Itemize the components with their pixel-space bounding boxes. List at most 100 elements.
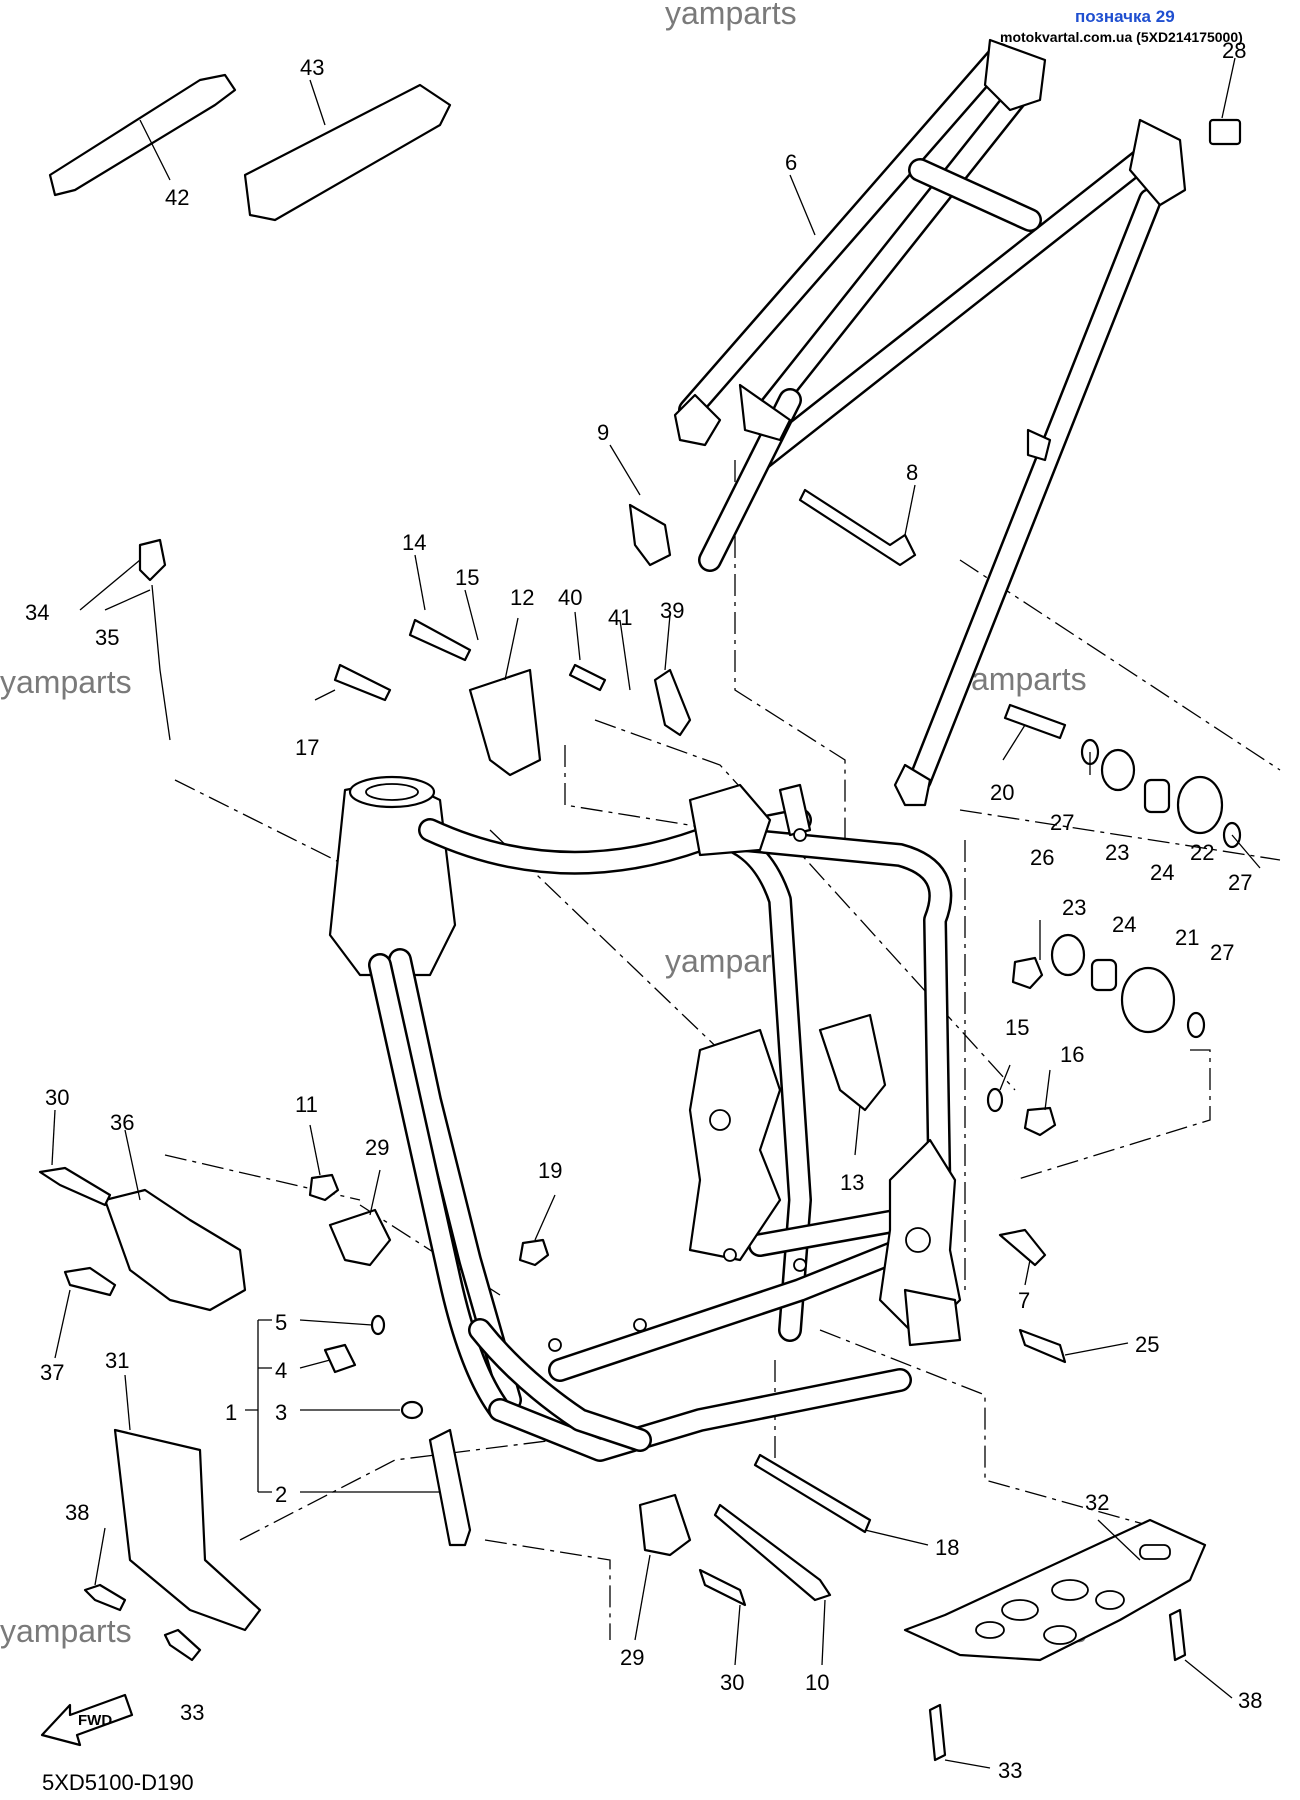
watermark: yamparts (0, 664, 132, 700)
bolt-7 (998, 1228, 1047, 1267)
long-bolt-8 (798, 488, 917, 567)
callout-25: 25 (1135, 1332, 1159, 1357)
callout-14: 14 (402, 530, 426, 555)
callout-29: 29 (365, 1135, 389, 1160)
callout-6: 6 (785, 150, 797, 175)
callout-24: 24 (1150, 860, 1174, 885)
bolt-30 (38, 1166, 112, 1207)
callout-21: 21 (1175, 925, 1199, 950)
callout-11: 11 (295, 1092, 318, 1117)
bolt-30-lower (698, 1568, 747, 1607)
bracket-9 (628, 503, 672, 567)
callout-23b: 23 (1062, 895, 1086, 920)
watermark: yamparts (0, 1613, 132, 1649)
bracket-29 (328, 1208, 392, 1267)
washer-3 (400, 1400, 424, 1420)
bolt-38-right (1168, 1608, 1187, 1662)
bush-21 (1120, 966, 1176, 1034)
callout-1: 1 (225, 1400, 237, 1425)
callout-34: 34 (25, 600, 49, 625)
nut-19 (518, 1238, 550, 1267)
callout-18: 18 (935, 1535, 959, 1560)
callout-5: 5 (275, 1310, 287, 1335)
long-bolt-10 (713, 1503, 832, 1602)
nut-26 (1011, 956, 1044, 990)
collar-24 (1090, 958, 1118, 992)
bolt-4 (323, 1343, 357, 1374)
leaders (51, 57, 1261, 1769)
callout-37: 37 (40, 1360, 64, 1385)
site-label: позначка 29 (1075, 7, 1175, 26)
rear-subframe (673, 38, 1187, 807)
callout-7: 7 (1018, 1288, 1030, 1313)
callout-36: 36 (110, 1110, 134, 1135)
callout-30b: 30 (720, 1670, 744, 1695)
bracket-39 (653, 668, 692, 737)
callout-16: 16 (1060, 1042, 1084, 1067)
callout-27c: 27 (1210, 940, 1234, 965)
bolt-37 (63, 1266, 117, 1297)
callout-40: 40 (558, 585, 582, 610)
callout-2: 2 (275, 1482, 287, 1507)
bolt-14 (408, 618, 472, 662)
bracket-12 (468, 668, 542, 777)
dipstick-34 (138, 538, 167, 582)
callout-27b: 27 (1228, 870, 1252, 895)
collar-24 (1143, 778, 1171, 814)
watermark: yamparts (665, 0, 797, 31)
fwd-arrow-icon: FWD (40, 1693, 134, 1747)
callout-33: 33 (180, 1700, 204, 1725)
bush-22 (1176, 775, 1224, 835)
bracket-13 (818, 1013, 887, 1112)
bush-23 (1050, 933, 1086, 977)
callout-19: 19 (538, 1158, 562, 1183)
callout-33b: 33 (998, 1758, 1022, 1783)
plate-31 (113, 1428, 262, 1632)
callout-15b: 15 (1005, 1015, 1029, 1040)
chain-guide-36 (103, 1188, 247, 1312)
callout-42: 42 (165, 185, 189, 210)
washer-15 (986, 1087, 1004, 1113)
callout-26: 26 (1030, 845, 1054, 870)
callout-43: 43 (300, 55, 324, 80)
nut-11 (308, 1173, 340, 1202)
callout-27: 27 (1050, 810, 1074, 835)
bracket-29-lower (638, 1493, 692, 1557)
washer-27 (1186, 1011, 1206, 1039)
plug-wrench-43 (243, 83, 452, 222)
callout-20: 20 (990, 780, 1014, 805)
callout-15: 15 (455, 565, 479, 590)
bolt-17 (333, 663, 392, 702)
callout-9: 9 (597, 420, 609, 445)
callout-35: 35 (95, 625, 119, 650)
callout-31: 31 (105, 1348, 129, 1373)
washer-5 (370, 1314, 386, 1336)
wrench-42 (48, 73, 237, 197)
bolt-40 (568, 663, 607, 692)
reference-lines (164, 460, 1281, 1640)
callout-23: 23 (1105, 840, 1129, 865)
callout-4: 4 (275, 1358, 287, 1383)
bolt-33-lower (928, 1703, 947, 1762)
callout-32: 32 (1085, 1490, 1109, 1515)
callout-10: 10 (805, 1670, 829, 1695)
bolt-18 (753, 1453, 872, 1534)
site-sub-label: motokvartal.com.ua (5XD214175000) (1000, 29, 1243, 45)
callout-8: 8 (906, 460, 918, 485)
diagram-code: 5XD5100-D190 (42, 1770, 194, 1795)
callout-28: 28 (1222, 38, 1246, 63)
cap-28 (1208, 118, 1242, 146)
bolt-38 (83, 1583, 127, 1612)
bolt-20 (1003, 703, 1067, 740)
callout-38: 38 (65, 1500, 89, 1525)
callout-3: 3 (275, 1400, 287, 1425)
callout-38b: 38 (1238, 1688, 1262, 1713)
callout-13: 13 (840, 1170, 864, 1195)
bush-23 (1100, 748, 1136, 792)
callout-39: 39 (660, 598, 684, 623)
fwd-label: FWD (78, 1712, 112, 1729)
nut-16 (1023, 1106, 1057, 1137)
bolt-25 (1018, 1328, 1067, 1364)
callouts: 42 43 6 28 9 8 34 35 14 15 12 40 41 39 1… (25, 38, 1262, 1783)
callout-17: 17 (295, 735, 319, 760)
